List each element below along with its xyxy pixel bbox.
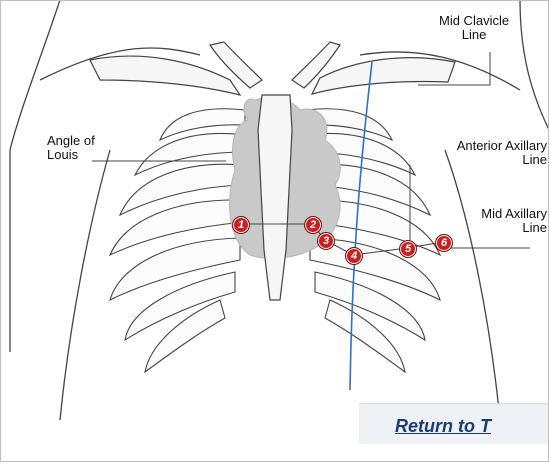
electrode-4-number: 4 (351, 250, 357, 262)
sternum (258, 95, 292, 300)
ribs-left (110, 109, 245, 372)
mid-axillary-label-line1: Mid Axillary (455, 207, 547, 221)
mid-clavicle-label-line2: Line (439, 28, 509, 42)
mid-axillary-label-line2: Line (455, 221, 547, 235)
return-link[interactable]: Return to T (395, 416, 491, 437)
electrode-5: 5 (399, 240, 417, 258)
electrode-6: 6 (435, 234, 453, 252)
angle-of-louis-label-line2: Louis (47, 148, 95, 162)
anterior-axillary-label-line1: Anterior Axillary (425, 139, 547, 153)
anterior-axillary-label-line2: Line (425, 153, 547, 167)
clavicles (90, 42, 455, 95)
electrode-4: 4 (345, 247, 363, 265)
electrode-3: 3 (317, 232, 335, 250)
angle-of-louis-label-line1: Angle of (47, 134, 95, 148)
electrode-5-number: 5 (405, 243, 411, 255)
electrode-1: 1 (232, 216, 250, 234)
electrode-1-number: 1 (238, 219, 244, 231)
electrode-2: 2 (304, 216, 322, 234)
return-bar: Return to T (359, 403, 549, 444)
electrode-6-number: 6 (441, 237, 447, 249)
mid-clavicle-label: Mid Clavicle Line (439, 14, 509, 42)
electrode-3-number: 3 (323, 235, 329, 247)
mid-clavicle-label-line1: Mid Clavicle (439, 14, 509, 28)
mid-axillary-label: Mid Axillary Line (455, 207, 547, 235)
electrode-2-number: 2 (310, 219, 316, 231)
anterior-axillary-label: Anterior Axillary Line (425, 139, 547, 167)
angle-of-louis-label: Angle of Louis (47, 134, 95, 162)
